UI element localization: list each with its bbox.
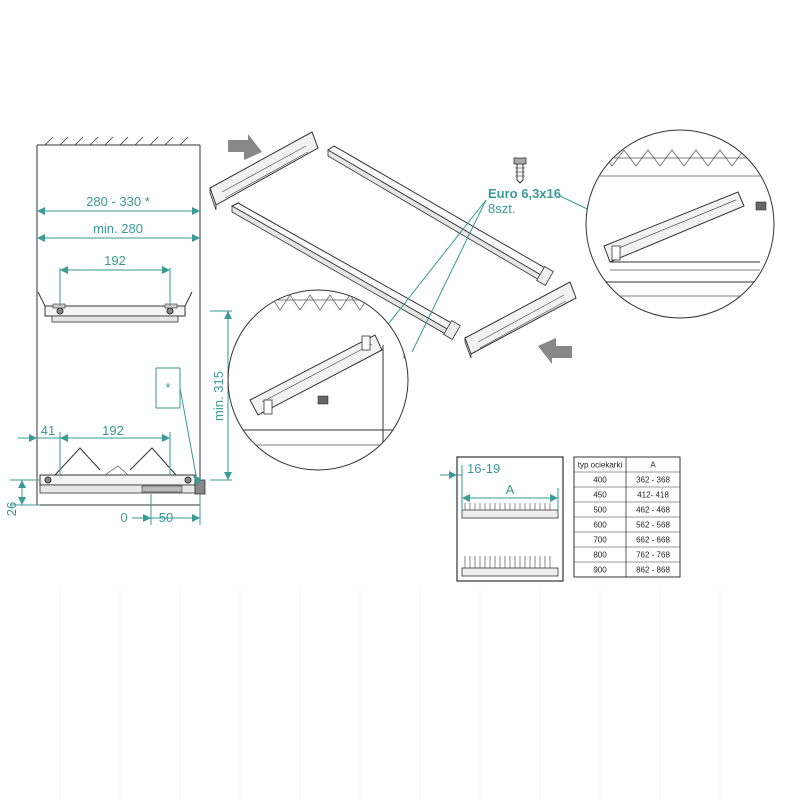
- dim-a: A: [506, 482, 515, 497]
- table-cell-type: 600: [593, 521, 607, 530]
- upper-rack: [37, 291, 193, 323]
- size-table: typ ociekarki A 400 362 - 368 450 412- 418 500…: [573, 456, 681, 578]
- dim-adjust: 0: [120, 510, 127, 525]
- table-cell-type: 450: [593, 491, 607, 500]
- side-view: 16-19 A: [440, 456, 564, 582]
- background-grid: [59, 590, 721, 800]
- screw-callout: Euro 6,3x16 8szt.: [329, 157, 687, 399]
- dim-bottom-spacing: 192: [102, 423, 124, 438]
- table-header-a: A: [650, 461, 656, 470]
- dim-side-offset: 41: [41, 423, 55, 438]
- arrow-right-icon: [538, 338, 572, 364]
- table-cell-a: 362 - 368: [636, 476, 670, 485]
- dim-min-width: min. 280: [93, 221, 143, 236]
- lower-rack: [39, 447, 206, 495]
- table-cell-type: 500: [593, 506, 607, 515]
- screw-label: Euro 6,3x16: [488, 186, 561, 201]
- arrow-left-icon: [228, 134, 262, 160]
- detail-circle-right: [585, 129, 775, 319]
- exploded-frame: [209, 131, 577, 364]
- table-cell-type: 400: [593, 476, 607, 485]
- table-header-type: typ ociekarki: [578, 461, 623, 470]
- front-view: * 280 - 330 * min. 280 192 41 192: [4, 136, 232, 525]
- dim-base-height: 26: [4, 502, 19, 516]
- dim-width-range: 280 - 330 *: [86, 194, 150, 209]
- detail-circle-left: [227, 289, 409, 471]
- table-cell-a: 462 - 468: [636, 506, 670, 515]
- dim-min-height: min. 315: [211, 371, 226, 421]
- dim-shelf-offset: 16-19: [467, 461, 500, 476]
- table-cell-a: 662 - 668: [636, 536, 670, 545]
- screw-qty: 8szt.: [488, 201, 515, 216]
- table-cell-type: 900: [593, 566, 607, 575]
- table-cell-a: 762 - 768: [636, 551, 670, 560]
- table-cell-type: 700: [593, 536, 607, 545]
- dim-top-spacing: 192: [104, 253, 126, 268]
- table-cell-a: 562 - 568: [636, 521, 670, 530]
- dim-adjust-max: 50: [159, 510, 173, 525]
- note-marker: *: [165, 380, 170, 395]
- cabinet-top-hatch: [44, 136, 189, 146]
- table-cell-type: 800: [593, 551, 607, 560]
- table-cell-a: 862 - 868: [636, 566, 670, 575]
- screw-icon: [513, 157, 527, 165]
- table-cell-a: 412- 418: [637, 491, 669, 500]
